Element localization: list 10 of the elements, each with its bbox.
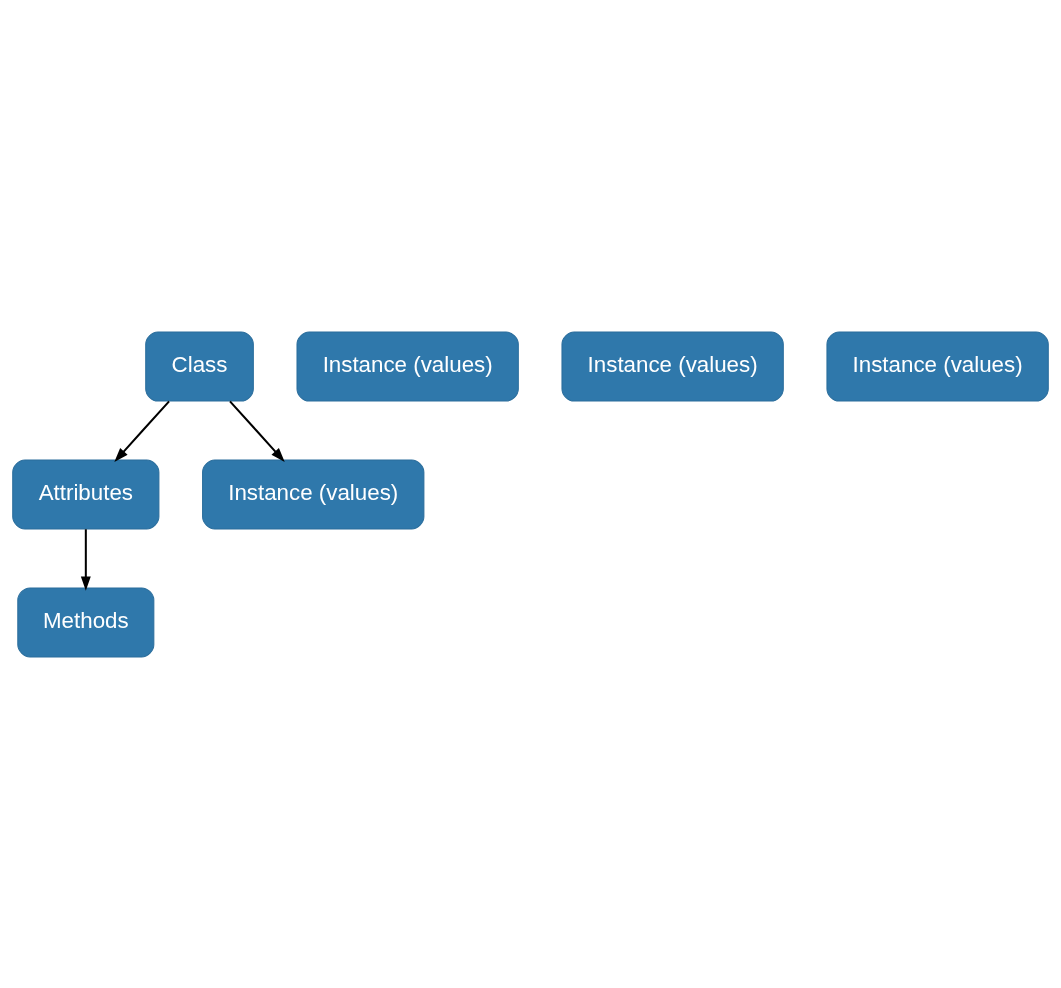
node-box: Instance (values) [561,331,784,402]
node-box: Methods [17,586,155,657]
node-box: Class [145,331,254,402]
node-box: Instance (values) [826,331,1049,402]
arrow [80,528,91,591]
arrow [114,400,170,462]
node-box: Attributes [12,458,160,530]
node-box: Instance (values) [202,458,425,530]
arrow [229,400,285,462]
node-box: Instance (values) [296,331,519,402]
